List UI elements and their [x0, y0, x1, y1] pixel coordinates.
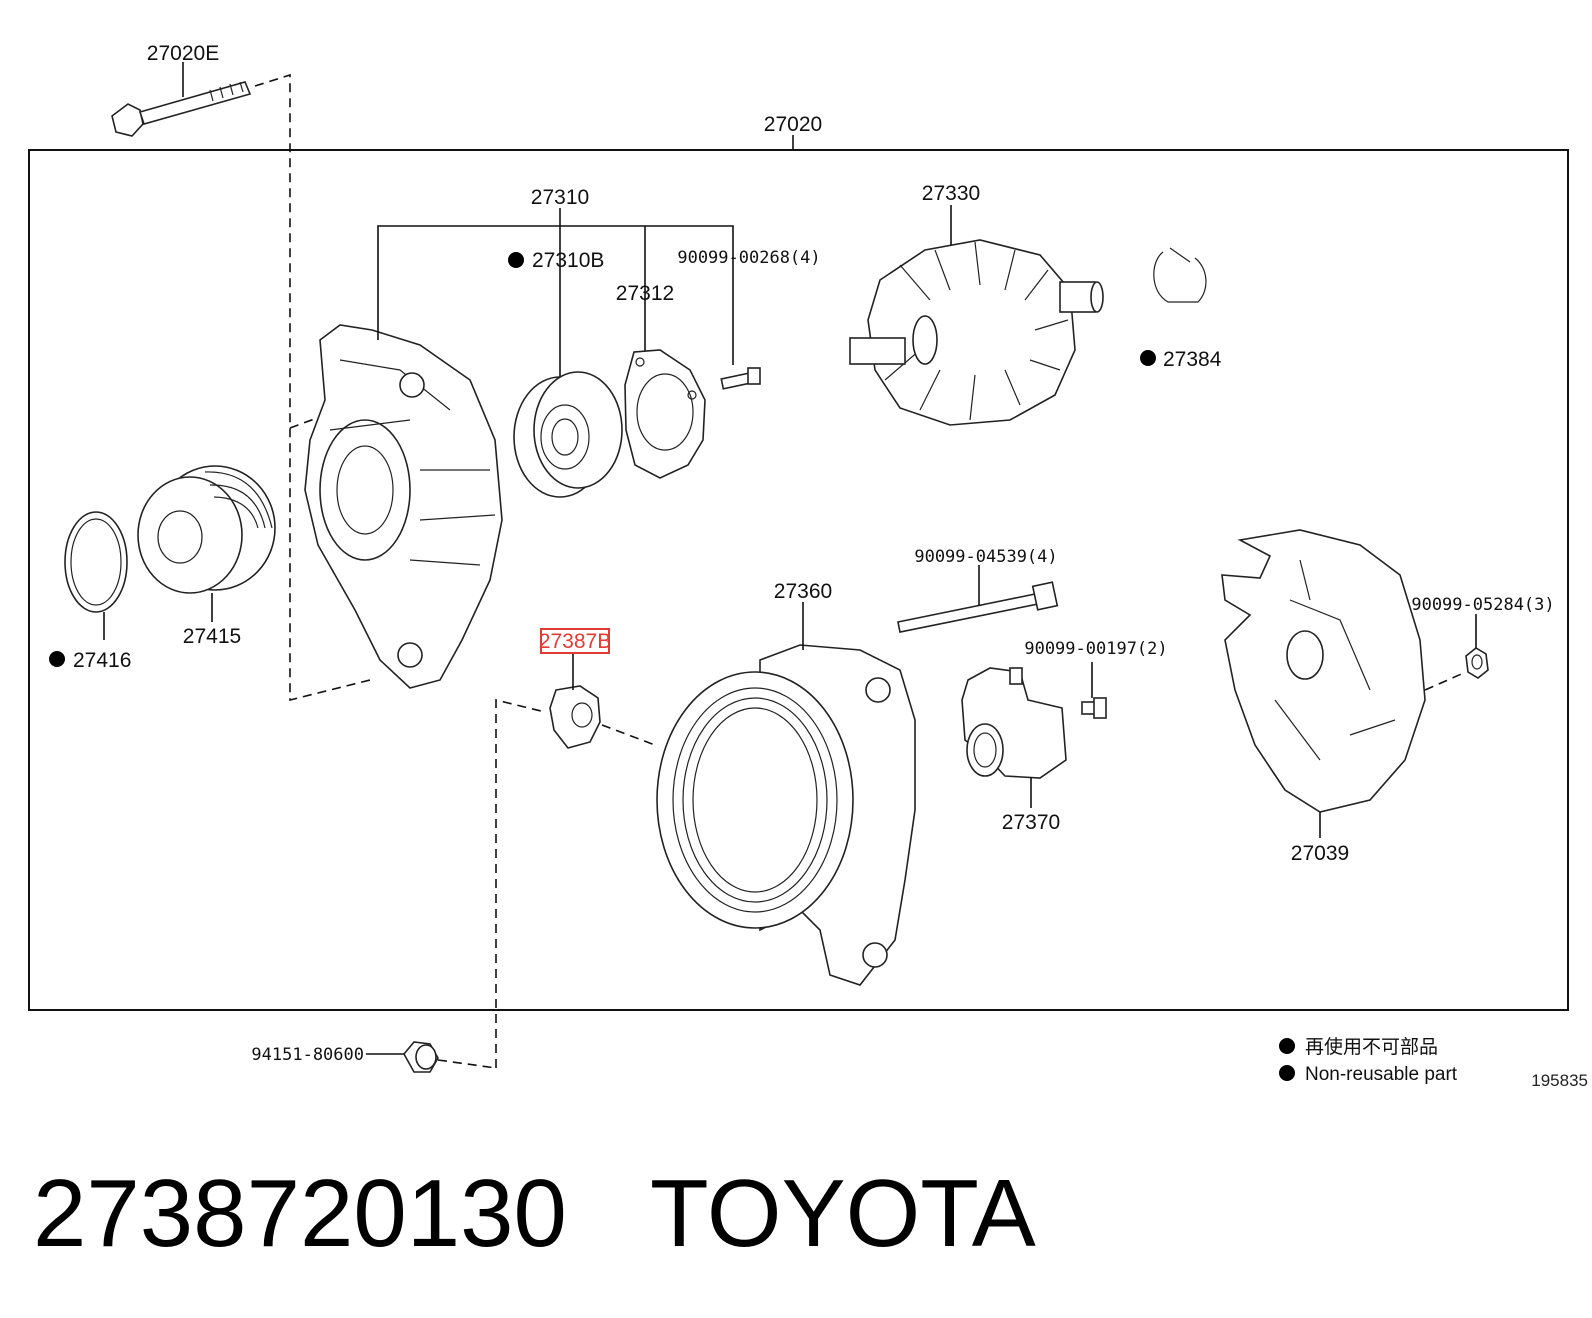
part-label-nut: 90099-05284(3) [1411, 595, 1554, 615]
bearing-part [513, 371, 623, 498]
through-bolt-part [897, 581, 1059, 633]
part-label-bearing: 27310B [532, 249, 604, 272]
terminal-nut-part [403, 1041, 439, 1073]
figure-number: 195835 [1531, 1071, 1588, 1090]
caption-part-number: 2738720130 [33, 1160, 567, 1267]
part-label-through-bolt: 90099-04539(4) [914, 547, 1057, 567]
highlight-box [540, 628, 610, 654]
part-label-terminal-insulator: 27387B [539, 630, 611, 653]
retainer-plate-part [624, 349, 706, 479]
part-label-screw-a: 90099-00268(4) [677, 248, 820, 268]
bolt-part [111, 81, 252, 137]
non-reusable-marker [1279, 1038, 1295, 1054]
pulley-part [137, 465, 276, 594]
part-label-screw-b: 90099-00197(2) [1024, 639, 1167, 659]
part-label-rear-cover: 27039 [1291, 842, 1349, 865]
part-label-pulley: 27415 [183, 625, 241, 648]
non-reusable-marker [49, 651, 65, 667]
part-label-brush-holder: 27370 [1002, 811, 1060, 834]
brush-holder-part [961, 667, 1067, 779]
screw-part [720, 367, 761, 390]
part-label-stator-frame: 27360 [774, 580, 832, 603]
part-label-housing: 27310 [531, 186, 589, 209]
legend-en: Non-reusable part [1305, 1064, 1458, 1085]
clip-part [1153, 247, 1207, 303]
legend-jp: 再使用不可部品 [1305, 1036, 1438, 1058]
assembly-frame [28, 149, 1569, 1011]
front-housing-part [304, 324, 503, 689]
part-label-bolt: 27020E [147, 42, 219, 65]
stator-frame-part [656, 644, 916, 986]
rear-cover-part [1221, 529, 1426, 813]
terminal-insulator-part [549, 685, 601, 749]
legend: 再使用不可部品 Non-reusable part [1279, 1036, 1458, 1085]
non-reusable-marker [1140, 350, 1156, 366]
rotor-part [849, 239, 1104, 426]
part-label-cap-ring: 27416 [73, 649, 131, 672]
caption-brand: TOYOTA [650, 1160, 1036, 1267]
cap-ring-part [64, 511, 128, 613]
part-label-clip: 27384 [1163, 348, 1222, 371]
non-reusable-marker [508, 252, 524, 268]
nut-part [1465, 647, 1489, 679]
part-label-retainer: 27312 [616, 282, 674, 305]
part-label-terminal-nut: 94151-80600 [251, 1045, 364, 1065]
assembly-label: 27020 [764, 113, 822, 136]
screw-part [1081, 697, 1107, 719]
non-reusable-marker [1279, 1065, 1295, 1081]
part-label-rotor: 27330 [922, 182, 980, 205]
